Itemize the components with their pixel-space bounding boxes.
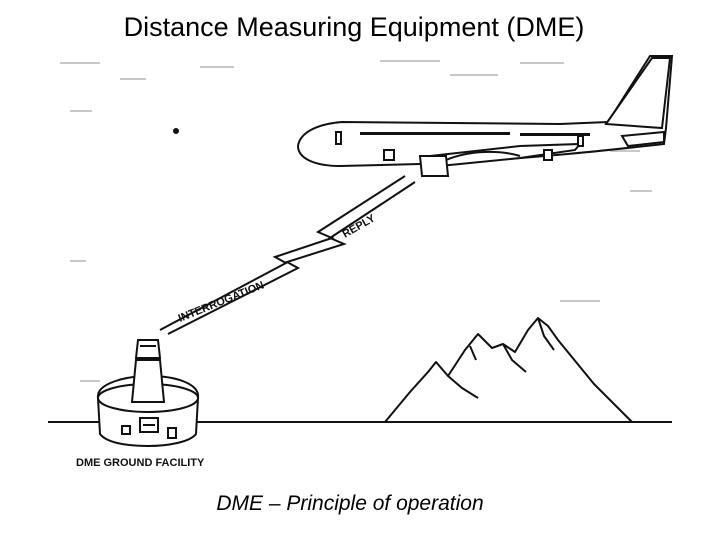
cockpit-door bbox=[335, 131, 342, 145]
mid-door bbox=[383, 149, 395, 161]
mountains bbox=[384, 317, 633, 423]
antenna-dome bbox=[134, 339, 162, 359]
interrogation-label: INTERROGATION bbox=[177, 279, 266, 324]
paper-texture bbox=[60, 60, 652, 382]
interrogation-signal bbox=[159, 175, 406, 331]
airplane-windows bbox=[360, 132, 590, 136]
ink-dot bbox=[173, 128, 179, 134]
reply-label: REPLY bbox=[341, 212, 378, 241]
facility-antenna-tower bbox=[130, 359, 166, 403]
stabilizer bbox=[620, 130, 665, 148]
aft-door bbox=[543, 149, 553, 161]
facility-door bbox=[167, 427, 177, 439]
diagram-caption: DME – Principle of operation bbox=[216, 492, 484, 515]
engine-nacelle bbox=[418, 155, 450, 177]
page-title: Distance Measuring Equipment (DME) bbox=[123, 12, 585, 42]
facility-vent bbox=[121, 425, 131, 435]
rear-door bbox=[577, 135, 584, 147]
engine-pylon bbox=[445, 150, 521, 161]
airplane-tail bbox=[604, 57, 672, 130]
airplane bbox=[296, 55, 674, 177]
ground-facility-label: DME GROUND FACILITY bbox=[76, 457, 205, 469]
signal-paths bbox=[159, 175, 416, 335]
dme-ground-facility bbox=[96, 339, 200, 448]
reply-signal bbox=[167, 181, 416, 335]
